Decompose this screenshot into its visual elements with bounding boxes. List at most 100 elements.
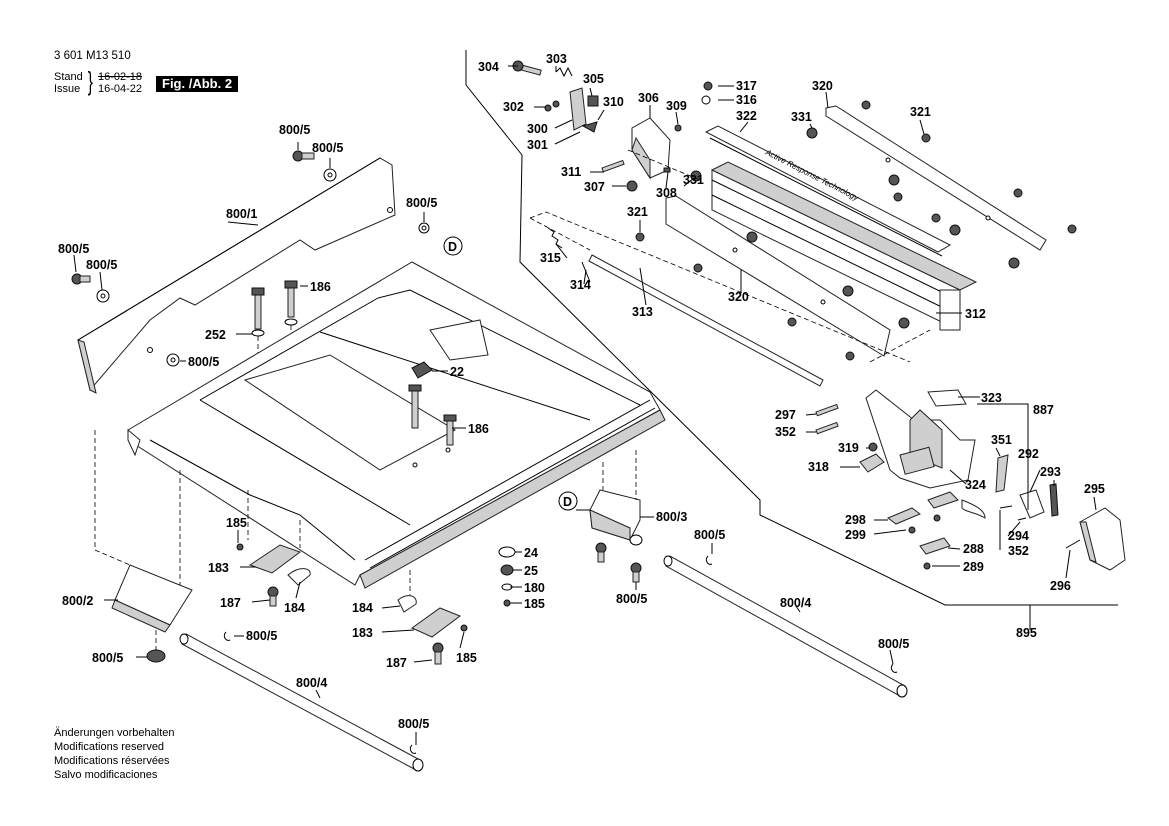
part-label-299: 299 <box>845 528 866 542</box>
part-label-297: 297 <box>775 408 796 422</box>
hardware-800-5 <box>71 150 430 367</box>
hardware-24-25-180 <box>498 546 516 607</box>
part-label-307: 307 <box>584 180 605 194</box>
part-label-310: 310 <box>603 95 624 109</box>
part-label-351: 351 <box>991 433 1012 447</box>
part-label-252: 252 <box>205 328 226 342</box>
part-label-320-top: 320 <box>812 79 833 93</box>
side-plate-320-front <box>665 195 891 357</box>
part-label-315: 315 <box>540 251 561 265</box>
part-label-184-b: 184 <box>352 601 373 615</box>
part-label-322: 322 <box>736 109 757 123</box>
part-label-292: 292 <box>1018 447 1039 461</box>
part-label-309: 309 <box>666 99 687 113</box>
part-label-800-5-h: 800/5 <box>92 651 123 665</box>
part-label-183-a: 183 <box>208 561 229 575</box>
part-label-800-2: 800/2 <box>62 594 93 608</box>
part-label-25: 25 <box>524 564 538 578</box>
reference-marker-label-1: D <box>448 240 457 254</box>
part-label-305: 305 <box>583 72 604 86</box>
part-label-186-b: 186 <box>468 422 489 436</box>
part-label-800-5-c: 800/5 <box>406 196 437 210</box>
part-label-183-b: 183 <box>352 626 373 640</box>
stand-label: Stand <box>54 71 83 83</box>
part-label-800-5-l: 800/5 <box>878 637 909 651</box>
rail-800-4-left <box>179 631 424 772</box>
part-label-800-4-b: 800/4 <box>780 596 811 610</box>
part-label-800-5-a: 800/5 <box>279 123 310 137</box>
part-label-800-4-a: 800/4 <box>296 676 327 690</box>
part-label-185-a: 185 <box>226 516 247 530</box>
part-label-22: 22 <box>450 365 464 379</box>
part-label-304: 304 <box>478 60 499 74</box>
part-label-306: 306 <box>638 91 659 105</box>
part-label-895: 895 <box>1016 626 1037 640</box>
figure-label: Fig. /Abb. 2 <box>156 76 239 92</box>
part-label-180: 180 <box>524 581 545 595</box>
part-label-301: 301 <box>527 138 548 152</box>
assembly-boundary <box>465 50 1118 606</box>
part-label-352-top: 352 <box>775 425 796 439</box>
leader-lines <box>73 65 1097 745</box>
part-label-319: 319 <box>838 441 859 455</box>
part-label-800-5-g: 800/5 <box>246 629 277 643</box>
part-label-800-5-d: 800/5 <box>58 242 89 256</box>
part-label-296: 296 <box>1050 579 1071 593</box>
part-label-352-bottom: 352 <box>1008 544 1029 558</box>
part-label-293: 293 <box>1040 465 1061 479</box>
issue-label: Issue <box>54 83 81 95</box>
rail-800-4-right <box>663 555 908 698</box>
part-label-184-a: 184 <box>284 601 305 615</box>
brace-glyph: } <box>87 66 93 96</box>
part-label-800-5-f: 800/5 <box>188 355 219 369</box>
part-label-302: 302 <box>503 100 524 114</box>
fence-bracket-parts <box>512 60 824 387</box>
fence-extrusion-312 <box>710 161 978 331</box>
fence-dashed-guides <box>529 149 931 363</box>
reference-marker-label-2: D <box>563 495 572 509</box>
part-label-187-b: 187 <box>386 656 407 670</box>
part-label-313: 313 <box>632 305 653 319</box>
part-label-187-a: 187 <box>220 596 241 610</box>
note-fr: Modifications réservées <box>54 755 170 767</box>
part-label-316: 316 <box>736 93 757 107</box>
part-label-288: 288 <box>963 542 984 556</box>
part-label-331-mid: 331 <box>683 173 704 187</box>
part-label-300: 300 <box>527 122 548 136</box>
part-label-320-mid: 320 <box>728 290 749 304</box>
part-label-295: 295 <box>1084 482 1105 496</box>
part-number-labels: 304 303 305 317 316 320 302 310 306 309 … <box>58 52 1105 731</box>
clamp-assembly-left <box>236 490 311 607</box>
issue-date: 16-04-22 <box>98 83 143 95</box>
part-label-331-top: 331 <box>791 110 812 124</box>
document-number: 3 601 M13 510 <box>54 50 131 62</box>
part-label-185-b: 185 <box>524 597 545 611</box>
part-label-303: 303 <box>546 52 567 66</box>
part-label-314: 314 <box>570 278 591 292</box>
leg-800-3 <box>589 450 643 583</box>
part-label-308: 308 <box>656 186 677 200</box>
side-plate-320-back <box>825 105 1047 251</box>
part-label-321-mid: 321 <box>627 205 648 219</box>
part-label-186-a: 186 <box>310 280 331 294</box>
note-es: Salvo modificaciones <box>54 769 158 781</box>
rear-bracket-assembly-887 <box>815 389 986 522</box>
clamp-assembly-right <box>397 570 468 665</box>
part-label-800-1: 800/1 <box>226 207 257 221</box>
part-label-887: 887 <box>1033 403 1054 417</box>
part-label-318: 318 <box>808 460 829 474</box>
part-label-321-top: 321 <box>910 105 931 119</box>
modification-notes: Änderungen vorbehalten Modifications res… <box>54 726 174 782</box>
knob-22 <box>408 361 457 446</box>
table-top <box>127 261 666 589</box>
part-label-317: 317 <box>736 79 757 93</box>
part-label-312: 312 <box>965 307 986 321</box>
part-label-324: 324 <box>965 478 986 492</box>
part-label-800-5-j: 800/5 <box>694 528 725 542</box>
part-label-800-5-b: 800/5 <box>312 141 343 155</box>
note-en: Modifications reserved <box>54 741 165 753</box>
part-label-800-3: 800/3 <box>656 510 687 524</box>
stand-date: 16-02-18 <box>98 71 143 83</box>
part-label-323: 323 <box>981 391 1002 405</box>
